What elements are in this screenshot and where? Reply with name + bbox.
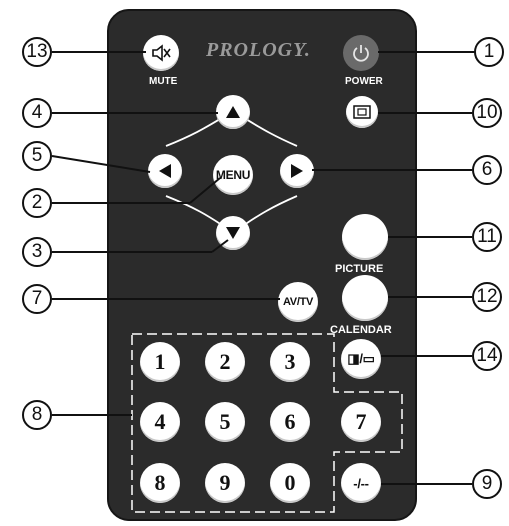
digit-3-button[interactable]: 3 <box>270 342 310 382</box>
screen-mode-button[interactable] <box>346 96 378 128</box>
calendar-label: CALENDAR <box>330 324 392 336</box>
digit-8-button[interactable]: 8 <box>140 463 180 503</box>
callout-12: 12 <box>472 282 502 312</box>
callout-4: 4 <box>22 98 52 128</box>
callout-9: 9 <box>472 469 502 499</box>
callout-8: 8 <box>22 400 52 430</box>
brand-logo: PROLOGY. <box>206 39 311 61</box>
menu-button[interactable]: MENU <box>213 155 253 195</box>
power-icon <box>353 45 369 62</box>
digit-4-button[interactable]: 4 <box>140 402 180 442</box>
left-button[interactable] <box>148 154 182 188</box>
power-label: POWER <box>345 76 383 87</box>
triangle-up-icon <box>226 106 240 118</box>
digit-6-button[interactable]: 6 <box>270 402 310 442</box>
digit-0-button[interactable]: 0 <box>270 463 310 503</box>
mute-button[interactable] <box>143 35 179 71</box>
digit-1-button[interactable]: 1 <box>140 342 180 382</box>
calendar-button[interactable] <box>342 275 388 321</box>
screen-frame-icon <box>353 105 371 119</box>
callout-2: 2 <box>22 188 52 218</box>
speaker-muted-icon <box>152 44 171 62</box>
callout-6: 6 <box>472 155 502 185</box>
display-toggle-button[interactable]: ◨/▭ <box>341 339 381 379</box>
av-tv-button[interactable]: AV/TV <box>278 282 318 322</box>
callout-3: 3 <box>22 237 52 267</box>
dash-button[interactable]: -/-- <box>341 463 381 503</box>
callout-10: 10 <box>472 98 502 128</box>
digit-5-button[interactable]: 5 <box>205 402 245 442</box>
triangle-right-icon <box>291 164 303 178</box>
up-button[interactable] <box>216 95 250 129</box>
callout-13: 13 <box>22 37 52 67</box>
callout-14: 14 <box>472 341 502 371</box>
right-button[interactable] <box>280 154 314 188</box>
callout-1: 1 <box>474 37 504 67</box>
callout-5: 5 <box>22 141 52 171</box>
digit-7-button[interactable]: 7 <box>341 402 381 442</box>
mute-label: MUTE <box>149 76 178 87</box>
digit-9-button[interactable]: 9 <box>205 463 245 503</box>
picture-label: PICTURE <box>335 263 384 275</box>
callout-7: 7 <box>22 284 52 314</box>
picture-button[interactable] <box>342 214 388 260</box>
power-button[interactable] <box>343 35 379 71</box>
triangle-left-icon <box>159 164 171 178</box>
callout-11: 11 <box>472 222 502 252</box>
triangle-down-icon <box>226 227 240 239</box>
digit-2-button[interactable]: 2 <box>205 342 245 382</box>
